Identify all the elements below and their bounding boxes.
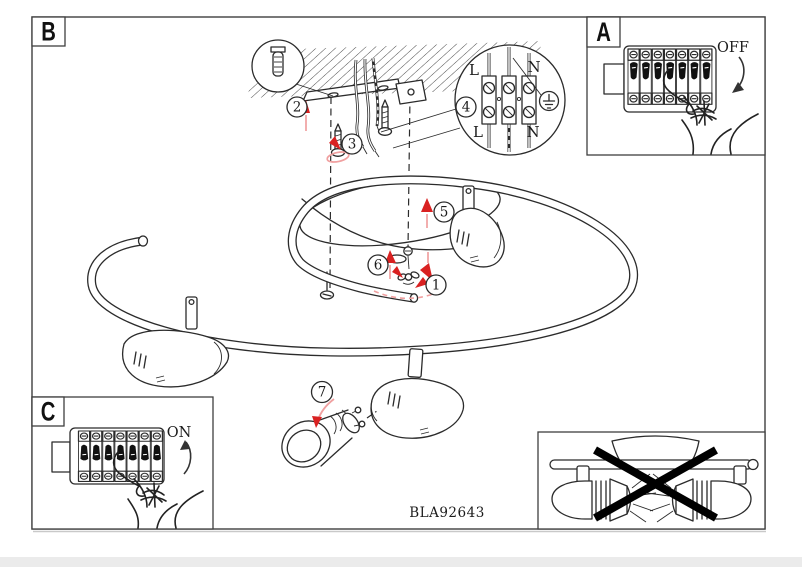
model-code: BLA92643 xyxy=(409,505,485,521)
step-marker-1: 1 xyxy=(425,274,447,296)
step-marker-5: 5 xyxy=(433,201,455,223)
svg-text:4: 4 xyxy=(462,100,471,116)
earth-symbol-icon xyxy=(512,57,560,112)
step-marker-2: 2 xyxy=(286,96,308,118)
wall-plug-icon xyxy=(270,46,286,77)
svg-text:1: 1 xyxy=(432,278,441,294)
wing-nut xyxy=(397,271,420,285)
svg-text:5: 5 xyxy=(440,205,449,221)
panel-a-letter: A xyxy=(596,17,611,48)
panel-a-label-box xyxy=(586,16,621,48)
terminal-label-l-bottom: L xyxy=(473,123,483,141)
terminal-label-l-top: L xyxy=(469,61,479,79)
spot-head-left xyxy=(122,296,230,388)
svg-text:3: 3 xyxy=(348,137,357,153)
bulb-pin xyxy=(358,420,366,428)
bracket-bent-plate xyxy=(395,79,427,105)
bulb-pin xyxy=(354,406,362,414)
panel-c-letter: C xyxy=(41,397,56,428)
crossed-fixture-warning xyxy=(537,431,766,530)
flip-down-arrow-icon xyxy=(732,56,745,93)
gu10-bulb-illustration xyxy=(281,406,378,468)
hand-illustration-c xyxy=(112,451,204,529)
on-label: ON xyxy=(167,425,192,441)
terminal-label-n-bottom: N xyxy=(526,123,539,141)
center-fasteners xyxy=(319,246,420,300)
step-marker-4: 4 xyxy=(455,96,477,118)
spot-head-right xyxy=(449,185,505,268)
step-marker-3: 3 xyxy=(341,133,363,155)
terminal-block-callout: L N L N xyxy=(380,44,566,156)
main-panel-b: B xyxy=(31,16,766,533)
step-marker-6: 6 xyxy=(367,254,389,276)
terminal-label-n-top: N xyxy=(527,58,540,76)
off-label: OFF xyxy=(717,40,749,56)
panel-b-label-box xyxy=(31,16,66,47)
warning-cross-icon xyxy=(593,446,718,522)
panel-a: A OFF xyxy=(586,16,766,156)
callout-wires xyxy=(487,47,531,152)
step-markers: 2 3 4 5 6 1 7 xyxy=(286,96,477,404)
panel-c: C ON xyxy=(31,396,214,530)
circuit-breaker-panel-off xyxy=(603,45,717,113)
flip-up-arrow-icon xyxy=(180,440,192,475)
wall-plug-callout xyxy=(251,39,334,97)
page-edge xyxy=(0,557,802,567)
spot-head-bottom xyxy=(370,348,465,439)
panel-b-letter: B xyxy=(41,17,56,48)
svg-text:7: 7 xyxy=(318,385,327,401)
panel-c-label-box xyxy=(31,396,65,427)
terminal-block-icon xyxy=(481,75,537,125)
spiral-arm-illustration xyxy=(87,175,639,357)
step-marker-7: 7 xyxy=(310,380,334,404)
circuit-breaker-panel-on xyxy=(51,427,165,485)
svg-text:6: 6 xyxy=(374,258,383,274)
step-arrows xyxy=(302,100,434,428)
svg-text:2: 2 xyxy=(293,100,302,116)
hand-illustration-a xyxy=(662,69,759,155)
